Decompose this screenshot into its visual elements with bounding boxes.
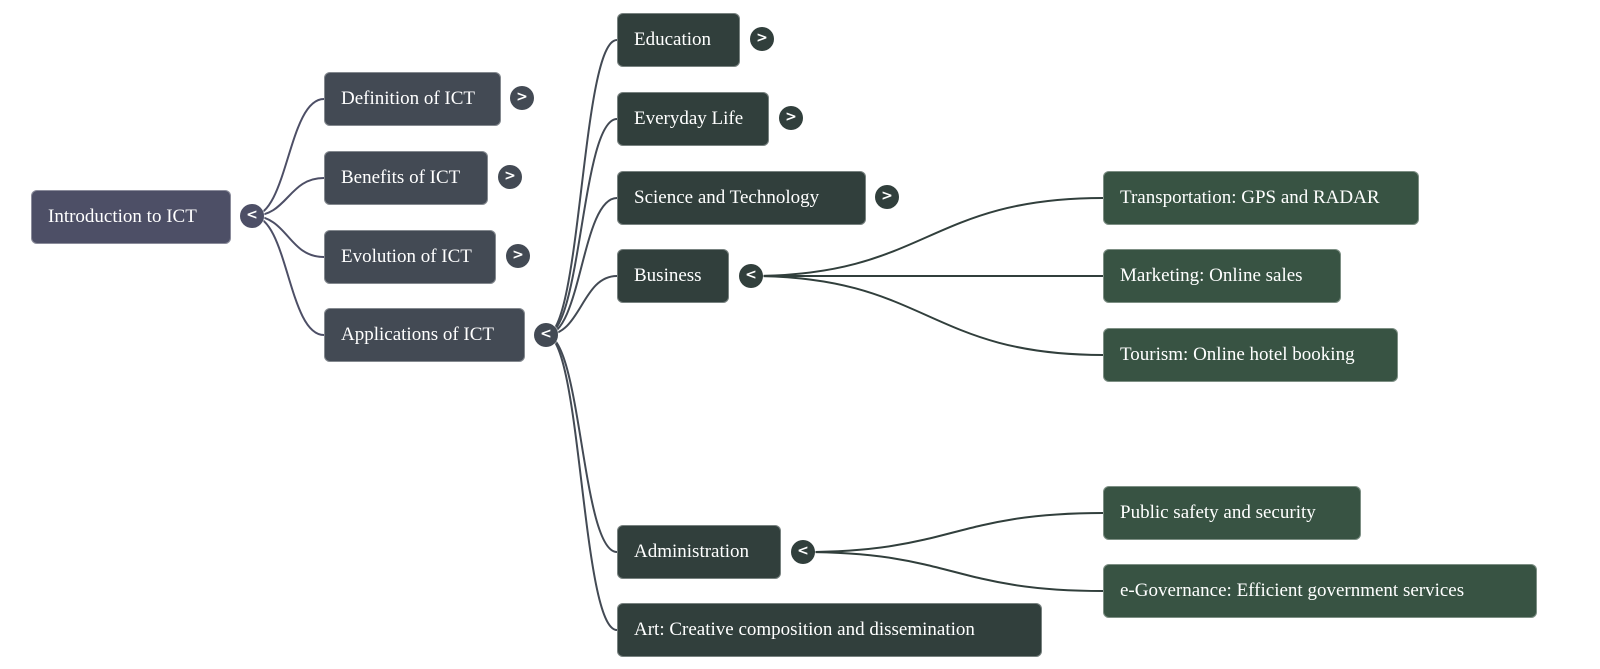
connector-line	[802, 512, 1104, 553]
node-transportation[interactable]: Transportation: GPS and RADAR	[1103, 171, 1419, 225]
expand-toggle-icon[interactable]: >	[506, 244, 530, 268]
connector-line	[750, 197, 1104, 277]
node-everyday-life[interactable]: Everyday Life	[617, 92, 769, 146]
collapse-toggle-icon[interactable]: <	[240, 204, 264, 228]
node-public-safety[interactable]: Public safety and security	[1103, 486, 1361, 540]
expand-toggle-icon[interactable]: >	[750, 27, 774, 51]
connector-line	[545, 334, 618, 553]
node-label: Business	[634, 265, 702, 286]
node-label: Tourism: Online hotel booking	[1120, 344, 1355, 365]
expand-toggle-icon[interactable]: >	[875, 185, 899, 209]
node-label: Marketing: Online sales	[1120, 265, 1303, 286]
node-tourism[interactable]: Tourism: Online hotel booking	[1103, 328, 1398, 382]
node-evolution-of-ict[interactable]: Evolution of ICT	[324, 230, 496, 284]
node-label: Administration	[634, 541, 750, 562]
connector-line	[545, 118, 618, 336]
node-label: Evolution of ICT	[341, 246, 472, 267]
expand-toggle-icon[interactable]: >	[498, 165, 522, 189]
node-applications-of-ict[interactable]: Applications of ICT	[324, 308, 525, 362]
node-education[interactable]: Education	[617, 13, 740, 67]
expand-toggle-icon[interactable]: >	[779, 106, 803, 130]
node-definition-of-ict[interactable]: Definition of ICT	[324, 72, 501, 126]
node-marketing[interactable]: Marketing: Online sales	[1103, 249, 1341, 303]
connector-line	[750, 275, 1104, 356]
connector-line	[545, 39, 618, 336]
collapse-toggle-icon[interactable]: <	[534, 323, 558, 347]
expand-toggle-icon[interactable]: >	[510, 86, 534, 110]
connector-line	[545, 334, 618, 631]
node-label: Benefits of ICT	[341, 167, 461, 188]
node-science-and-technology[interactable]: Science and Technology	[617, 171, 866, 225]
node-art[interactable]: Art: Creative composition and disseminat…	[617, 603, 1042, 657]
node-label: Definition of ICT	[341, 88, 476, 109]
collapse-toggle-icon[interactable]: <	[739, 264, 763, 288]
collapse-toggle-icon[interactable]: <	[791, 540, 815, 564]
node-label: Applications of ICT	[341, 324, 495, 345]
connector-line	[251, 215, 325, 336]
connector-line	[251, 215, 325, 258]
node-label: Introduction to ICT	[48, 206, 197, 227]
node-label: Science and Technology	[634, 187, 820, 208]
node-e-governance[interactable]: e-Governance: Efficient government servi…	[1103, 564, 1537, 618]
node-business[interactable]: Business	[617, 249, 729, 303]
node-label: e-Governance: Efficient government servi…	[1120, 580, 1465, 601]
node-label: Everyday Life	[634, 108, 744, 129]
node-label: Public safety and security	[1120, 502, 1316, 523]
node-benefits-of-ict[interactable]: Benefits of ICT	[324, 151, 488, 205]
node-label: Education	[634, 29, 712, 50]
connector-line	[802, 551, 1104, 592]
node-administration[interactable]: Administration	[617, 525, 781, 579]
node-label: Transportation: GPS and RADAR	[1120, 187, 1380, 208]
connector-line	[545, 197, 618, 336]
node-introduction-to-ict[interactable]: Introduction to ICT	[31, 190, 231, 244]
node-label: Art: Creative composition and disseminat…	[634, 619, 975, 640]
